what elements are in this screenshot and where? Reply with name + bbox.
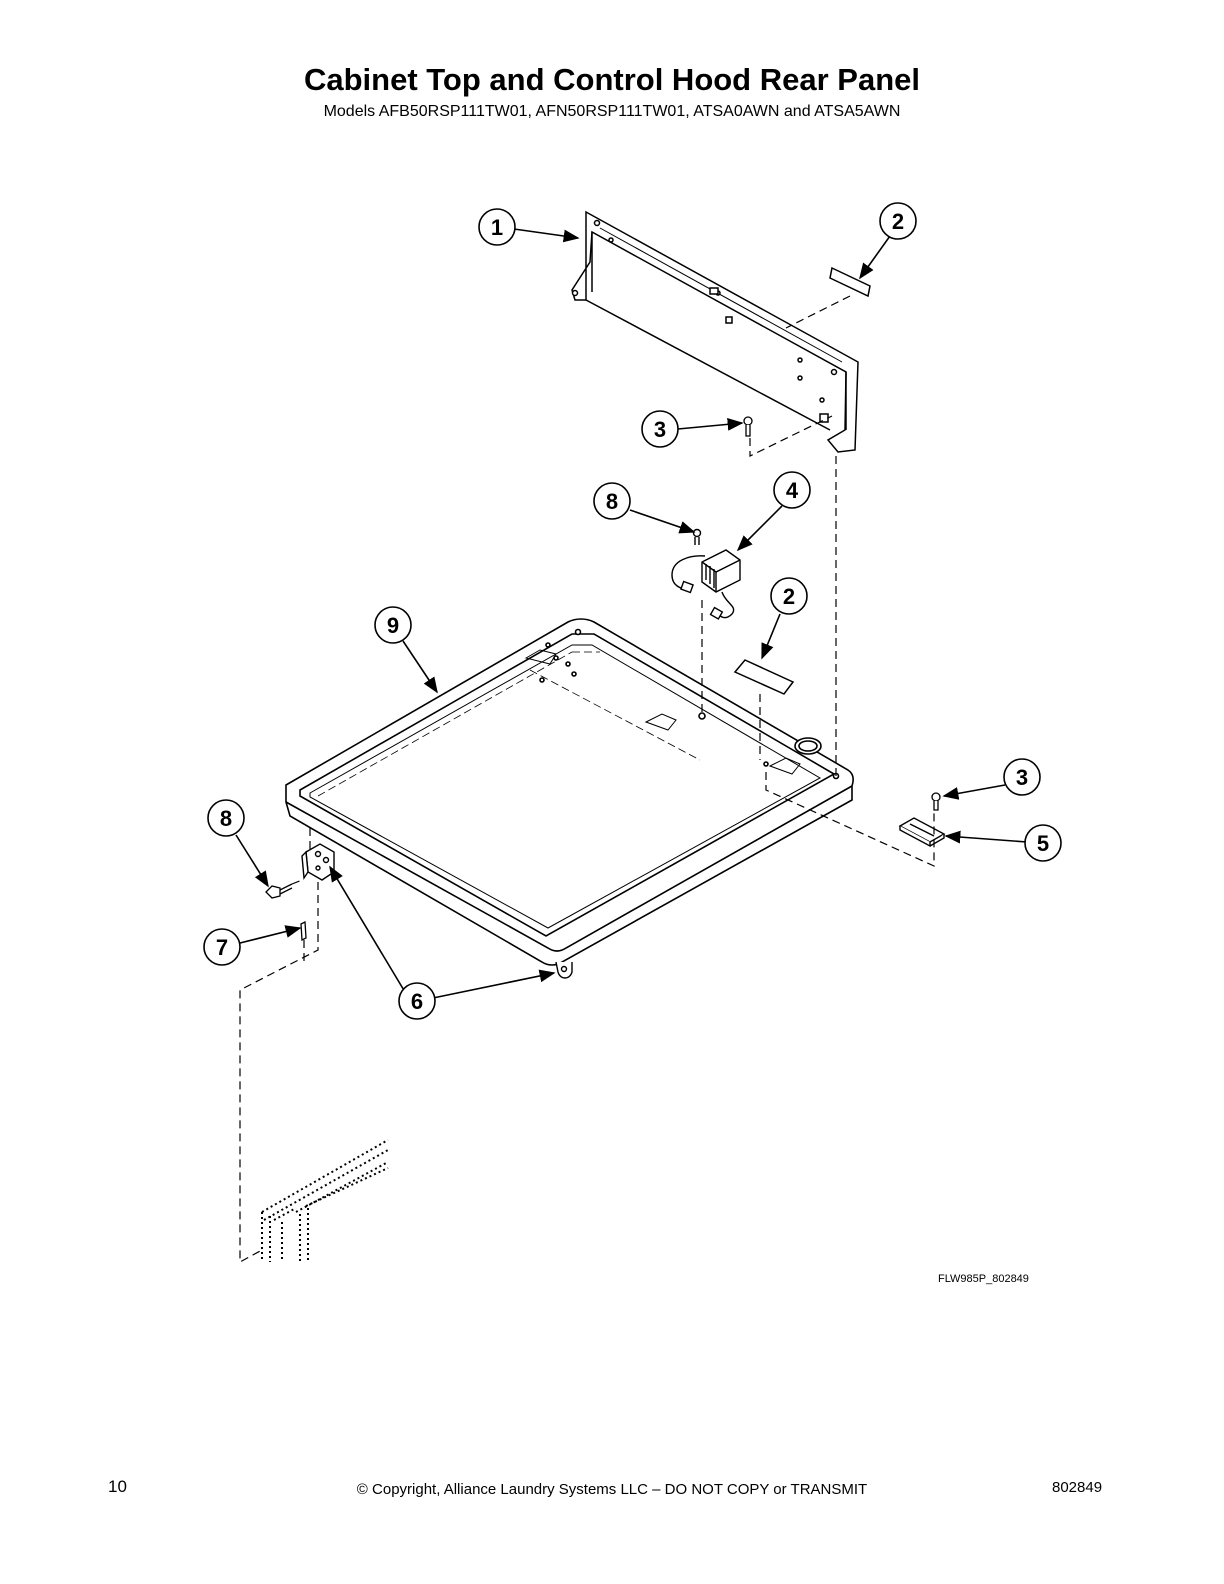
callout-5: 5 <box>1024 824 1062 862</box>
callout-8-left: 8 <box>207 799 245 837</box>
screw-right <box>931 792 941 811</box>
callout-8-upper: 8 <box>593 482 631 520</box>
callout-6: 6 <box>398 982 436 1020</box>
callout-7: 7 <box>203 928 241 966</box>
assembly-dash-lines <box>239 295 935 1264</box>
callout-3-upper: 3 <box>641 410 679 448</box>
svg-text:3: 3 <box>1016 765 1028 790</box>
hood-bracket <box>898 817 946 848</box>
svg-text:5: 5 <box>1037 831 1049 856</box>
hinge-bracket <box>301 843 573 979</box>
label-lower <box>733 659 795 695</box>
copyright-notice: © Copyright, Alliance Laundry Systems LL… <box>356 1481 868 1498</box>
svg-text:1: 1 <box>491 215 503 240</box>
power-module <box>671 528 741 620</box>
control-hood-rear-panel <box>571 210 859 453</box>
hinge-pin <box>300 920 307 942</box>
cabinet-top <box>285 618 854 966</box>
screw-left <box>265 883 293 899</box>
page-title: Cabinet Top and Control Hood Rear Panel <box>303 62 920 97</box>
svg-text:4: 4 <box>786 478 799 503</box>
svg-text:3: 3 <box>654 417 666 442</box>
leader-arrows <box>235 228 1028 999</box>
svg-text:6: 6 <box>411 989 423 1014</box>
svg-text:7: 7 <box>216 935 228 960</box>
svg-text:8: 8 <box>220 806 232 831</box>
callout-3-right: 3 <box>1003 758 1041 796</box>
screw-upper <box>743 416 753 437</box>
page-number: 10 <box>108 1477 127 1496</box>
callout-4: 4 <box>773 471 811 509</box>
svg-text:9: 9 <box>387 613 399 638</box>
callout-1: 1 <box>478 208 516 246</box>
label-strip-upper <box>829 266 871 298</box>
svg-text:8: 8 <box>606 489 618 514</box>
callout-2-lower: 2 <box>770 577 808 615</box>
cabinet-frame-fragment <box>261 1139 389 1262</box>
svg-text:2: 2 <box>892 209 904 234</box>
callout-9: 9 <box>374 606 412 644</box>
drawing-code: FLW985P_802849 <box>938 1273 1029 1285</box>
document-number: 802849 <box>1052 1479 1103 1496</box>
svg-text:2: 2 <box>783 584 795 609</box>
page-subtitle: Models AFB50RSP111TW01, AFN50RSP111TW01,… <box>323 103 901 120</box>
callout-2-upper: 2 <box>879 202 917 240</box>
